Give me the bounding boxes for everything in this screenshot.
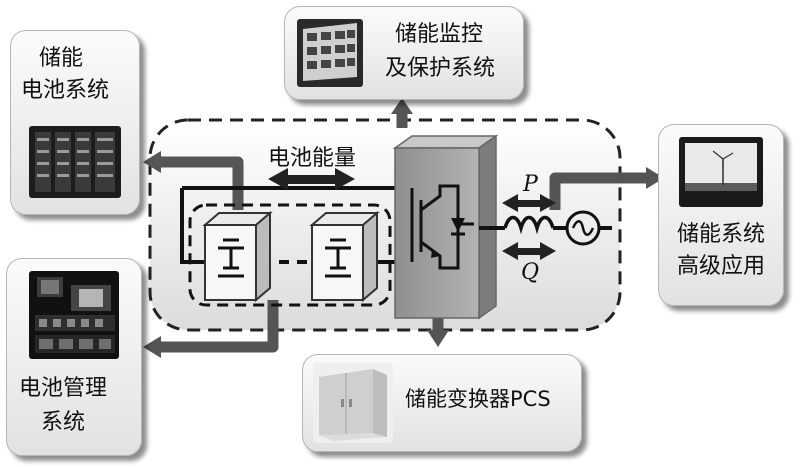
arrow-head-down	[427, 330, 449, 347]
active-power-label: P	[523, 172, 538, 197]
battery-system-box: 储能 电池系统	[10, 30, 140, 215]
bms-label-line1: 电池管理	[19, 376, 108, 401]
monitoring-box: 储能监控 及保护系统	[284, 6, 524, 100]
battery-system-label-line2: 电池系统	[21, 78, 110, 103]
arrow-head-up	[391, 98, 413, 114]
arrow-head-left-top	[143, 151, 161, 173]
battery-system-label-line1: 储能	[39, 46, 84, 71]
bms-label-line2: 系统	[41, 410, 86, 435]
advanced-application-box: 储能系统 高级应用	[658, 124, 784, 306]
bms-equipment-image	[29, 271, 119, 359]
battery-rack-image	[29, 126, 121, 198]
arrow-head-right	[646, 167, 664, 189]
battery-module-1	[202, 210, 273, 303]
advanced-application-label-line2: 高级应用	[677, 254, 766, 279]
arrow-heads	[143, 98, 664, 358]
reactive-power-label: Q	[521, 260, 540, 285]
bms-box: 电池管理 系统	[6, 258, 142, 456]
ac-output	[479, 210, 612, 246]
wind-turbine-image	[679, 137, 763, 207]
battery-module-2	[309, 210, 380, 303]
monitoring-label-line1: 储能监控	[395, 22, 484, 47]
pcs-box: 储能变换器PCS	[302, 354, 582, 452]
monitoring-label-line2: 及保护系统	[385, 56, 496, 81]
battery-energy-arrow	[268, 168, 355, 190]
pq-arrows	[502, 194, 556, 260]
advanced-application-label-line1: 储能系统	[677, 222, 766, 247]
battery-energy-label: 电池能量	[268, 146, 357, 171]
battery-group-boundary	[188, 203, 392, 307]
pcs-label: 储能变换器PCS	[405, 387, 551, 411]
connector-arrows	[160, 112, 648, 353]
monitoring-panel-image	[297, 19, 363, 87]
pcs-cabinet-image	[313, 363, 393, 443]
arrow-head-left-bottom	[143, 336, 161, 358]
